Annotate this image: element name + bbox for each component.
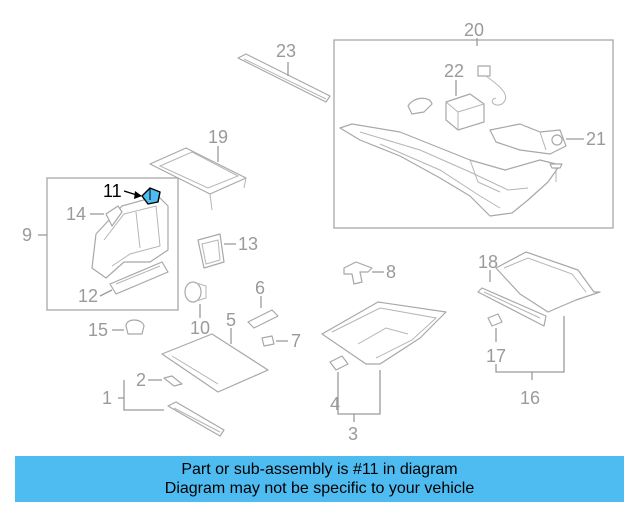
part-6-strip: [247, 309, 279, 329]
part-21-actuator: [489, 123, 567, 155]
banner-line-2: Diagram may not be specific to your vehi…: [164, 480, 475, 497]
leader-11-arrow: [134, 191, 142, 199]
part-5-floor-board: [161, 333, 269, 393]
info-banner: Part or sub-assembly is #11 in diagram D…: [15, 456, 624, 502]
part-19-parcel-shelf: [149, 147, 247, 211]
callout-15: 15: [88, 320, 108, 340]
part-18-trunk-trim: [477, 251, 601, 327]
banner-line-1: Part or sub-assembly is #11 in diagram: [181, 461, 458, 478]
callout-9: 9: [22, 225, 32, 245]
group-box-9: [46, 177, 179, 311]
callout-13: 13: [238, 234, 258, 254]
group-bracket-1: [118, 379, 164, 411]
callout-17: 17: [486, 346, 506, 366]
part-15-clip: [125, 319, 145, 335]
part-1-sill-strip: [167, 401, 225, 437]
part-7-clip: [261, 335, 275, 347]
callout-5: 5: [226, 310, 236, 330]
part-8-bracket: [343, 261, 373, 285]
part-22-module: [445, 93, 485, 131]
callout-21: 21: [586, 129, 606, 149]
group-bracket-16: [495, 316, 565, 380]
part-9-quarter-trim: [91, 195, 169, 279]
callout-4: 4: [330, 394, 340, 414]
group-box-20: [333, 39, 614, 229]
part-4-clip: [329, 355, 349, 371]
part-17-clip: [487, 313, 503, 327]
part-20-connector: [477, 65, 507, 106]
group-bracket-3: [337, 370, 381, 422]
part-20-glovebox: [339, 123, 561, 217]
part-12-cover: [109, 261, 169, 295]
callout-2: 2: [136, 370, 146, 390]
callout-11: 11: [103, 181, 122, 201]
callout-6: 6: [255, 278, 265, 298]
parts-diagram: 23 20 22 21: [22, 20, 614, 444]
callout-8: 8: [386, 262, 396, 282]
callout-10: 10: [190, 318, 210, 338]
part-23-trim-strip: [237, 53, 331, 103]
part-20-screw: [549, 163, 563, 182]
leader-12: [99, 289, 113, 297]
callout-14: 14: [66, 204, 86, 224]
callout-20: 20: [464, 20, 484, 40]
callout-23: 23: [276, 41, 296, 61]
callout-16: 16: [520, 388, 540, 408]
part-3-trunk-floor: [321, 301, 447, 365]
part-11-highlighted: [141, 187, 161, 205]
part-10-grommet: [184, 281, 207, 303]
part-14-bracket: [105, 205, 123, 227]
callout-19: 19: [208, 127, 228, 147]
part-2-clip: [163, 375, 183, 387]
part-20-bracket: [407, 97, 433, 115]
callout-7: 7: [291, 331, 301, 351]
callout-22: 22: [444, 61, 464, 81]
callout-3: 3: [348, 424, 358, 444]
part-13-panel: [197, 233, 225, 269]
callout-1: 1: [102, 388, 112, 408]
callout-18: 18: [478, 252, 498, 272]
callout-12: 12: [78, 286, 98, 306]
